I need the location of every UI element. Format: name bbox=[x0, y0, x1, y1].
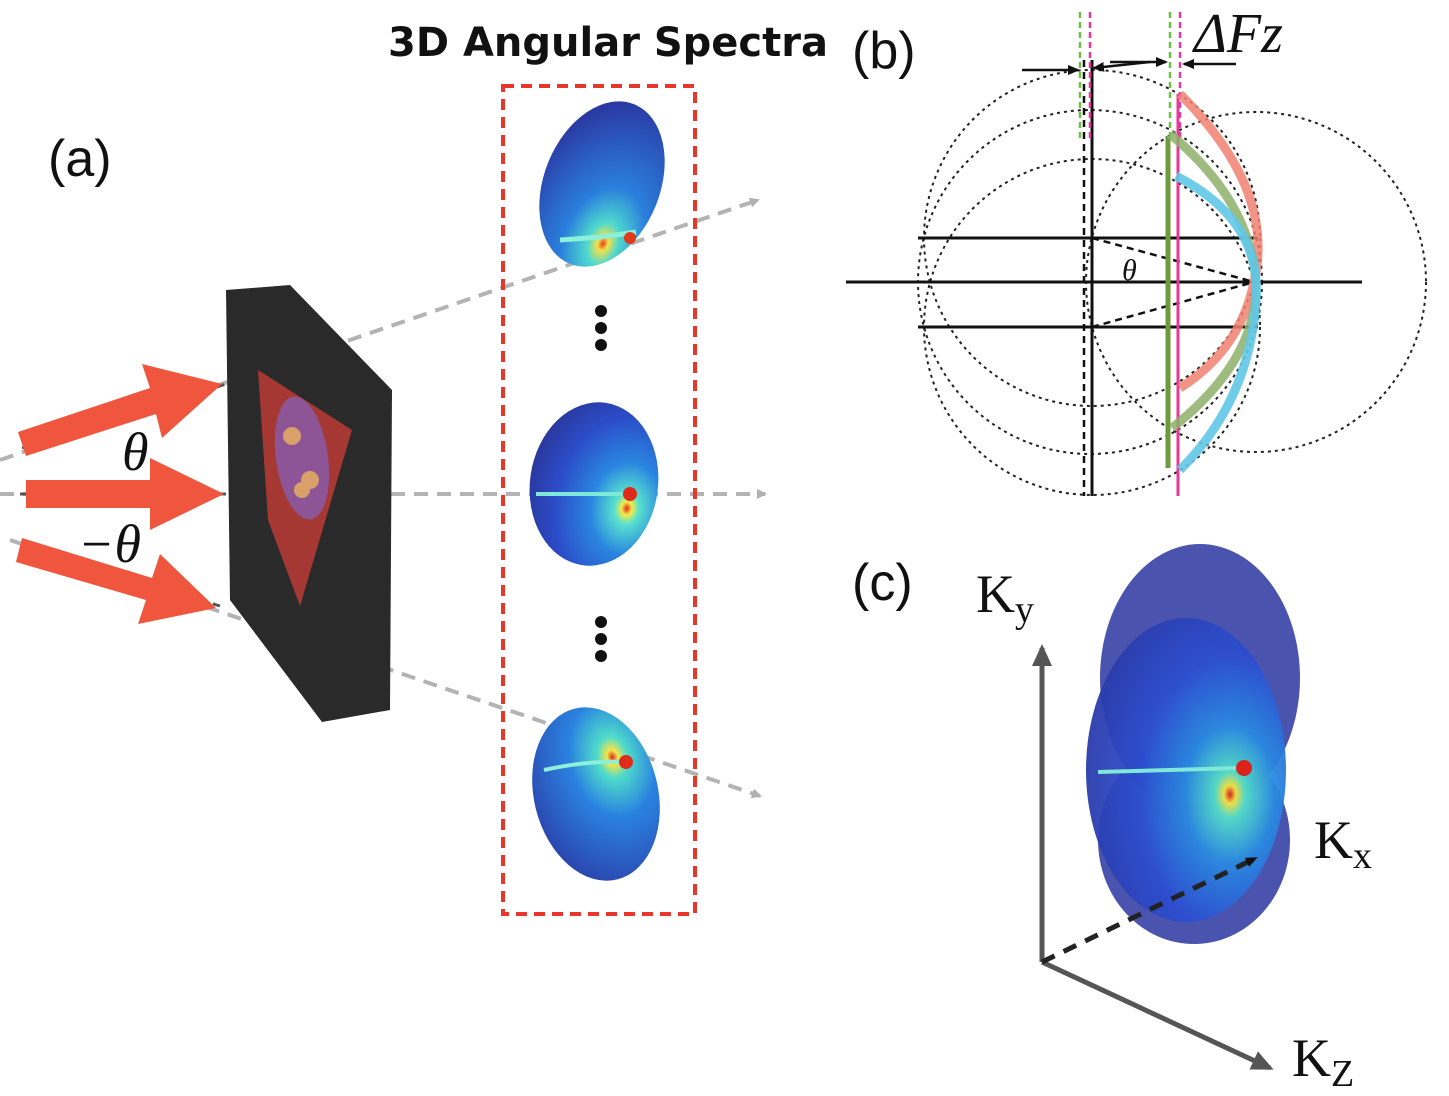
measurement-arrows bbox=[1022, 57, 1236, 75]
angle-line-upper bbox=[1091, 236, 1255, 284]
panel-a-label: (a) bbox=[48, 130, 112, 188]
panel-c: (c) Ky Kx KZ bbox=[852, 544, 1372, 1095]
ellipsis-dot bbox=[595, 633, 607, 645]
ellipsis-dots-upper bbox=[595, 305, 607, 351]
ky-label-main: K bbox=[976, 564, 1015, 624]
kz-label-main: K bbox=[1292, 1028, 1331, 1088]
nucleolus-3 bbox=[294, 482, 310, 498]
spectrum-stack bbox=[1086, 544, 1300, 944]
ellipsis-dots-lower bbox=[595, 616, 607, 662]
spectrum-top-disk bbox=[539, 101, 665, 267]
kx-label: Kx bbox=[1314, 810, 1372, 877]
ellipsis-dot bbox=[595, 650, 607, 662]
kx-label-main: K bbox=[1314, 810, 1353, 870]
angle-line-lower bbox=[1091, 280, 1255, 329]
panel-b: (b) ΔFz θ bbox=[846, 3, 1427, 496]
beam-arrow-top bbox=[18, 364, 222, 456]
spectra-title: 3D Angular Spectra bbox=[388, 20, 828, 66]
kz-axis bbox=[1040, 959, 1274, 1071]
angle-lines bbox=[1082, 60, 1255, 496]
angle-theta-label: θ bbox=[122, 422, 149, 482]
ky-label: Ky bbox=[976, 564, 1034, 631]
beam-arrow-middle bbox=[26, 458, 224, 530]
ellipsis-dot bbox=[595, 616, 607, 628]
kz-label-sub: Z bbox=[1331, 1053, 1354, 1095]
spectral-arcs bbox=[1167, 90, 1263, 474]
spectrum-top bbox=[539, 101, 665, 267]
panel-a: (a) 3D Angular Spectra bbox=[0, 20, 828, 916]
cell-nucleus bbox=[274, 396, 330, 520]
kx-label-sub: x bbox=[1353, 835, 1372, 877]
spectrum-middle-disk bbox=[529, 402, 659, 566]
spectrum-c-streak bbox=[1097, 766, 1241, 774]
spectrum-bottom bbox=[532, 707, 660, 881]
spectrum-top-peak bbox=[624, 232, 636, 244]
angle-theta-b: θ bbox=[1122, 254, 1137, 287]
panel-b-label: (b) bbox=[852, 22, 916, 80]
panel-c-axes bbox=[1032, 644, 1274, 1071]
ellipsis-dot bbox=[595, 305, 607, 317]
ellipsis-dot bbox=[595, 339, 607, 351]
kx-axis bbox=[1040, 855, 1258, 965]
illumination-arrows bbox=[16, 364, 224, 624]
spectrum-middle bbox=[529, 402, 659, 566]
cyan-arc bbox=[1173, 171, 1261, 474]
spectrum-middle-peak bbox=[623, 487, 637, 501]
spectrum-bottom-peak bbox=[619, 755, 633, 769]
spectrum-c-peak bbox=[1236, 760, 1252, 776]
panel-c-label: (c) bbox=[852, 554, 913, 612]
ky-label-sub: y bbox=[1015, 589, 1034, 631]
delta-fz-label: ΔFz bbox=[1192, 3, 1283, 65]
ellipsis-dot bbox=[595, 322, 607, 334]
beam-arrow-bottom bbox=[16, 538, 216, 624]
panel-b-axes bbox=[846, 60, 1362, 496]
spectrum-bottom-disk bbox=[532, 707, 660, 881]
angle-neg-theta-label: −θ bbox=[78, 514, 141, 574]
nucleolus-1 bbox=[283, 427, 301, 445]
spectra-box bbox=[501, 84, 697, 916]
kz-label: KZ bbox=[1292, 1028, 1354, 1095]
sample-slab bbox=[226, 285, 392, 722]
